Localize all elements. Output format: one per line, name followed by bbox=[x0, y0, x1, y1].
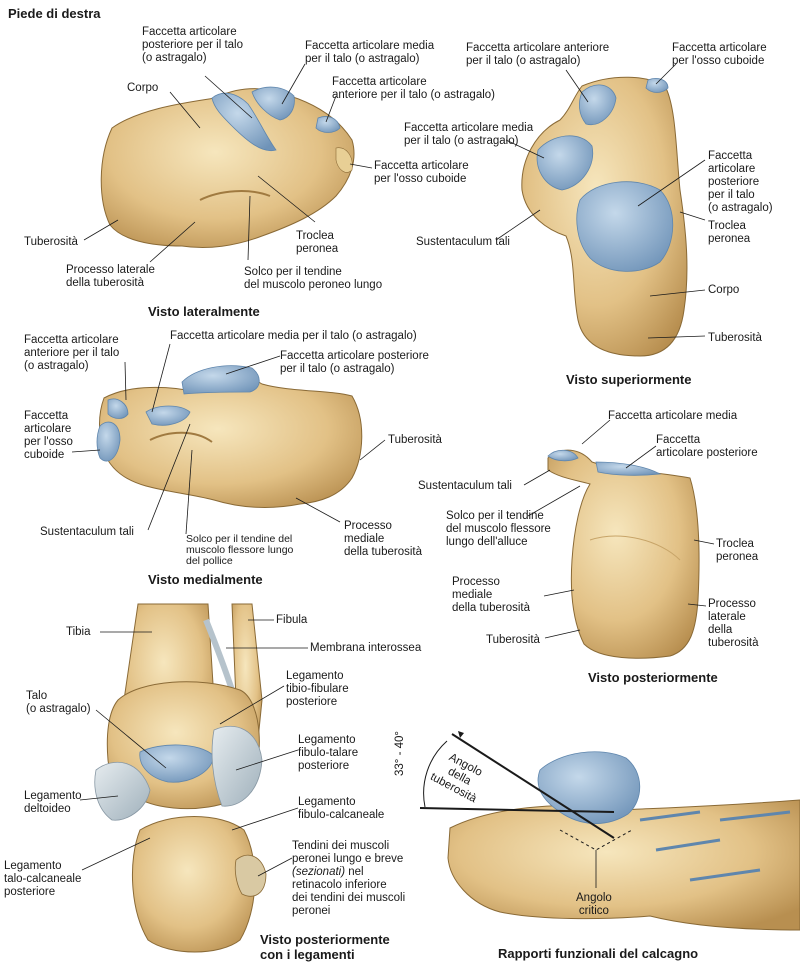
label-lig-fibulo-talare: Legamento fibulo-talare posteriore bbox=[298, 734, 359, 772]
label-post-processo-laterale: Processo laterale della tuberosità bbox=[708, 598, 759, 649]
label-lat-troclea: Troclea peronea bbox=[296, 230, 339, 255]
label-lat-faccetta-cuboide: Faccetta articolare per l'osso cuboide bbox=[374, 160, 469, 185]
caption-lateral: Visto lateralmente bbox=[148, 304, 260, 319]
label-lig-tendini-a: Tendini dei muscoli peronei lungo e brev… bbox=[292, 840, 404, 865]
caption-ligaments: Visto posteriormente con i legamenti bbox=[260, 932, 390, 962]
caption-posterior: Visto posteriormente bbox=[588, 670, 718, 685]
label-post-sustentaculum: Sustentaculum tali bbox=[418, 480, 512, 492]
label-lig-membrana: Membrana interossea bbox=[310, 642, 422, 654]
label-func-angolo-range: 33° - 40° bbox=[394, 730, 406, 776]
label-lat-tuberosita: Tuberosità bbox=[24, 236, 78, 248]
label-lig-tibia: Tibia bbox=[66, 626, 91, 638]
label-lig-talo-calcaneale: Legamento talo-calcaneale posteriore bbox=[4, 860, 82, 898]
label-lat-faccetta-media: Faccetta articolare media per il talo (o… bbox=[305, 40, 435, 65]
caption-functional: Rapporti funzionali del calcagno bbox=[498, 946, 699, 961]
label-sup-tuberosita: Tuberosità bbox=[708, 332, 762, 344]
label-lig-tibio-fibulare: Legamento tibio-fibulare posteriore bbox=[286, 670, 349, 708]
label-post-tuberosita: Tuberosità bbox=[486, 634, 540, 646]
leader-lines bbox=[71, 63, 715, 888]
medial-view-drawing bbox=[96, 365, 363, 508]
caption-medial: Visto medialmente bbox=[148, 572, 263, 587]
page-title: Piede di destra bbox=[8, 6, 101, 21]
label-post-troclea: Troclea peronea bbox=[716, 538, 759, 563]
label-med-faccetta-posteriore: Faccetta articolare posteriore per il ta… bbox=[280, 350, 429, 375]
lateral-view-drawing bbox=[100, 86, 355, 248]
ligaments-view-drawing bbox=[94, 603, 267, 953]
functional-view-drawing bbox=[419, 731, 800, 931]
label-sup-sustentaculum: Sustentaculum tali bbox=[416, 236, 510, 248]
label-med-faccetta-media: Faccetta articolare media per il talo (o… bbox=[170, 330, 417, 342]
label-post-faccetta-media: Faccetta articolare media bbox=[608, 410, 738, 422]
posterior-view-drawing bbox=[547, 449, 700, 659]
label-sup-faccetta-posteriore: Faccetta articolare posteriore per il ta… bbox=[708, 150, 773, 214]
label-lig-fibula: Fibula bbox=[276, 614, 308, 626]
label-sup-faccetta-anteriore: Faccetta articolare anteriore per il tal… bbox=[466, 42, 610, 67]
superior-view-drawing bbox=[521, 76, 688, 357]
label-sup-corpo: Corpo bbox=[708, 284, 740, 296]
label-lig-talo: Talo (o astragalo) bbox=[26, 690, 91, 715]
label-lat-solco-peroneo: Solco per il tendine del muscolo peroneo… bbox=[244, 266, 383, 291]
label-lig-tendini-b: (sezionati) bbox=[292, 866, 346, 878]
label-med-processo-mediale: Processo mediale della tuberosità bbox=[344, 520, 422, 558]
label-post-solco-flessore: Solco per il tendine del muscolo flessor… bbox=[446, 510, 551, 548]
label-sup-faccetta-media: Faccetta articolare media per il talo (o… bbox=[404, 122, 534, 147]
label-func-angolo-critico: Angolo critico bbox=[576, 892, 612, 917]
label-post-faccetta-posteriore: Faccetta articolare posteriore bbox=[656, 434, 758, 459]
label-lat-faccetta-anteriore: Faccetta articolare anteriore per il tal… bbox=[332, 76, 495, 101]
label-med-faccetta-cuboide: Faccetta articolare per l'osso cuboide bbox=[24, 410, 73, 461]
label-lat-faccetta-posteriore: Faccetta articolare posteriore per il ta… bbox=[142, 26, 243, 64]
label-sup-troclea: Troclea peronea bbox=[708, 220, 751, 245]
label-lig-fibulo-calcaneale: Legamento fibulo-calcaneale bbox=[298, 796, 385, 821]
label-lig-deltoideo: Legamento deltoideo bbox=[24, 790, 82, 815]
label-med-solco-flessore: Solco per il tendine del muscolo flessor… bbox=[186, 533, 294, 567]
label-med-sustentaculum: Sustentaculum tali bbox=[40, 526, 134, 538]
label-post-processo-mediale: Processo mediale della tuberosità bbox=[452, 576, 530, 614]
label-med-tuberosita: Tuberosità bbox=[388, 434, 442, 446]
caption-superior: Visto superiormente bbox=[566, 372, 692, 387]
label-lat-processo-laterale: Processo laterale della tuberosità bbox=[66, 264, 155, 289]
label-med-faccetta-anteriore: Faccetta articolare anteriore per il tal… bbox=[24, 334, 120, 372]
label-lig-tendini-c: nel retinacolo inferiore dei tendini dei… bbox=[292, 866, 406, 917]
label-lig-tendini: Tendini dei muscoli peronei lungo e brev… bbox=[292, 840, 405, 918]
label-sup-faccetta-cuboide: Faccetta articolare per l'osso cuboide bbox=[672, 42, 767, 67]
label-lat-corpo: Corpo bbox=[127, 82, 159, 94]
